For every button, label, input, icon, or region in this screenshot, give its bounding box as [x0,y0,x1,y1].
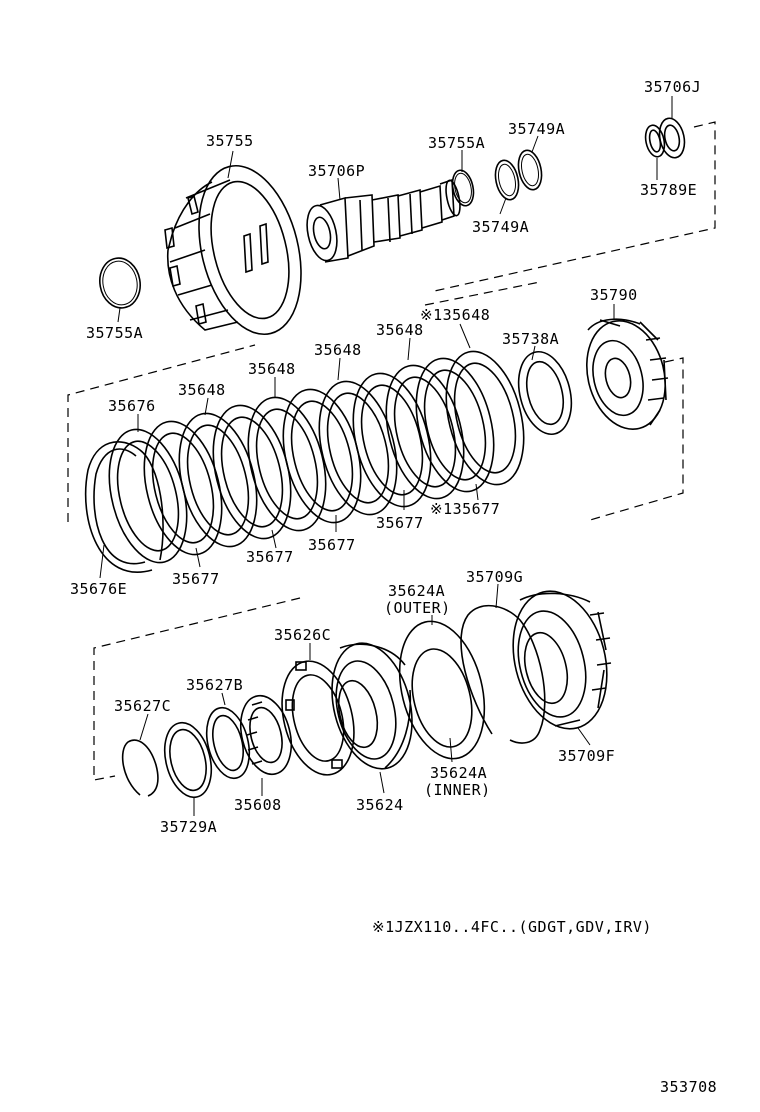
part-35624A-inner-washer[interactable] [403,643,482,754]
group-bracket-top [429,121,716,293]
part-35624-clutch-piston[interactable] [320,635,425,778]
part-35624A-outer-washer[interactable] [386,612,497,767]
label-35677-3: 35677 [246,548,294,566]
label-35789E: 35789E [640,181,697,199]
applicability-footnote: ※1JZX110..4FC..(GDGT,GDV,IRV) [372,918,652,936]
label-35706P: 35706P [308,162,365,180]
leader-lines [99,96,673,816]
label-35608: 35608 [234,796,282,814]
part-35627B-thrust-plate[interactable] [200,703,256,783]
label-35755A-top: 35755A [428,134,485,152]
part-clutch-plate-stack[interactable] [97,343,537,570]
label-inner: (INNER) [424,781,491,799]
part-35738A-thrust-washer[interactable] [511,346,580,440]
label-35677-4: 35677 [172,570,220,588]
label-35624A-outer: 35624A [388,582,445,600]
label-35729A: 35729A [160,818,217,836]
label-35627B: 35627B [186,676,243,694]
label-35648-2: 35648 [314,341,362,359]
part-35709G-seal-ring[interactable] [460,604,546,744]
part-labels: 35706J 35755 35755A 35749A 35706P 35789E… [70,78,701,836]
label-35648-4: 35648 [178,381,226,399]
label-35738A: 35738A [502,330,559,348]
part-35749A-seal-ring-1[interactable] [492,158,522,202]
diagram-id: 353708 [660,1078,717,1096]
part-35709F-clutch-piston-drum[interactable] [499,581,620,739]
label-35624A-inner: 35624A [430,764,487,782]
label-35749A-bottom: 35749A [472,218,529,236]
group-bracket-bottom [93,597,301,781]
group-bracket-middle [67,281,684,522]
label-outer: (OUTER) [384,599,451,617]
label-35624: 35624 [356,796,404,814]
part-35755A-o-ring-left[interactable] [96,255,144,311]
label-35709G: 35709G [466,568,523,586]
label-35626C: 35626C [274,626,331,644]
label-35676: 35676 [108,397,156,415]
part-35706J-thrust-bearing[interactable] [643,116,688,160]
label-135677: ※135677 [430,500,500,518]
label-35648-1: 35648 [376,321,424,339]
part-35755A-o-ring-top[interactable] [449,168,476,207]
label-35677-2: 35677 [308,536,356,554]
label-35709F: 35709F [558,747,615,765]
part-35729A-thrust-washer[interactable] [157,718,218,802]
part-35627C-snap-ring[interactable] [121,739,159,797]
part-35790-planetary-gear-hub[interactable] [576,312,676,437]
part-35706P-input-shaft[interactable] [302,178,462,263]
label-35677-1: 35677 [376,514,424,532]
label-35755A-left: 35755A [86,324,143,342]
label-135648: ※135648 [420,306,490,324]
label-35755: 35755 [206,132,254,150]
label-35648-3: 35648 [248,360,296,378]
part-35626C-spring-retainer[interactable] [271,653,365,782]
part-35755-clutch-drum[interactable] [164,155,317,345]
label-35749A-top: 35749A [508,120,565,138]
label-35790: 35790 [590,286,638,304]
part-35749A-seal-ring-2[interactable] [515,148,545,192]
part-35608-needle-bearing[interactable] [233,690,299,779]
label-35627C: 35627C [114,697,171,715]
label-35676E: 35676E [70,580,127,598]
label-35706J: 35706J [644,78,701,96]
